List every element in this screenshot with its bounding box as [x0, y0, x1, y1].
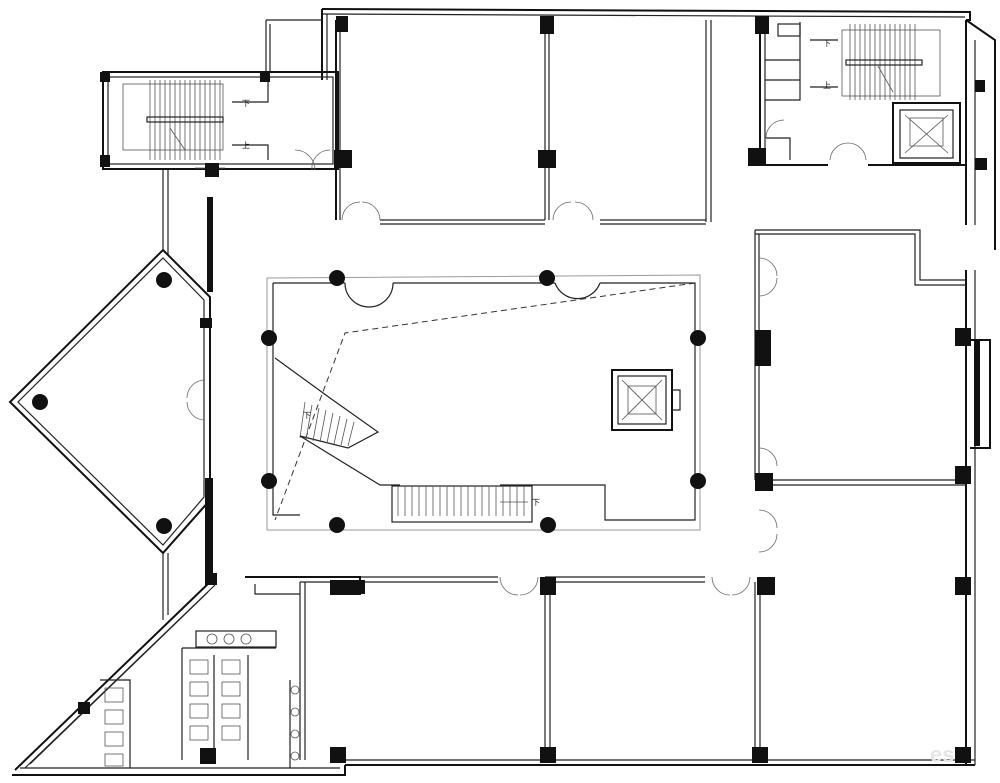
top-shops [335, 20, 712, 225]
nw-stair-down-label: 下 [242, 99, 250, 108]
atrium-stair-bottom-down-label: 下 [532, 498, 540, 507]
nw-stair-core: 下 上 [102, 71, 339, 171]
atrium: 下 下 [266, 274, 701, 531]
west-diamond-wing [8, 170, 213, 620]
atrium-stair-left-down-label: 下 [303, 411, 311, 420]
sw-toilet-block [14, 579, 300, 771]
structural-columns [32, 16, 987, 764]
ne-stair-up-label: 上 [823, 81, 831, 90]
ne-stair-down-label: 下 [823, 39, 831, 48]
bottom-shops [245, 576, 761, 760]
right-shops [754, 229, 991, 553]
watermark: es [930, 742, 954, 767]
outer-walls [12, 8, 976, 776]
nw-stair-up-label: 上 [242, 141, 250, 150]
ne-stair-core: 下 上 [759, 16, 996, 250]
